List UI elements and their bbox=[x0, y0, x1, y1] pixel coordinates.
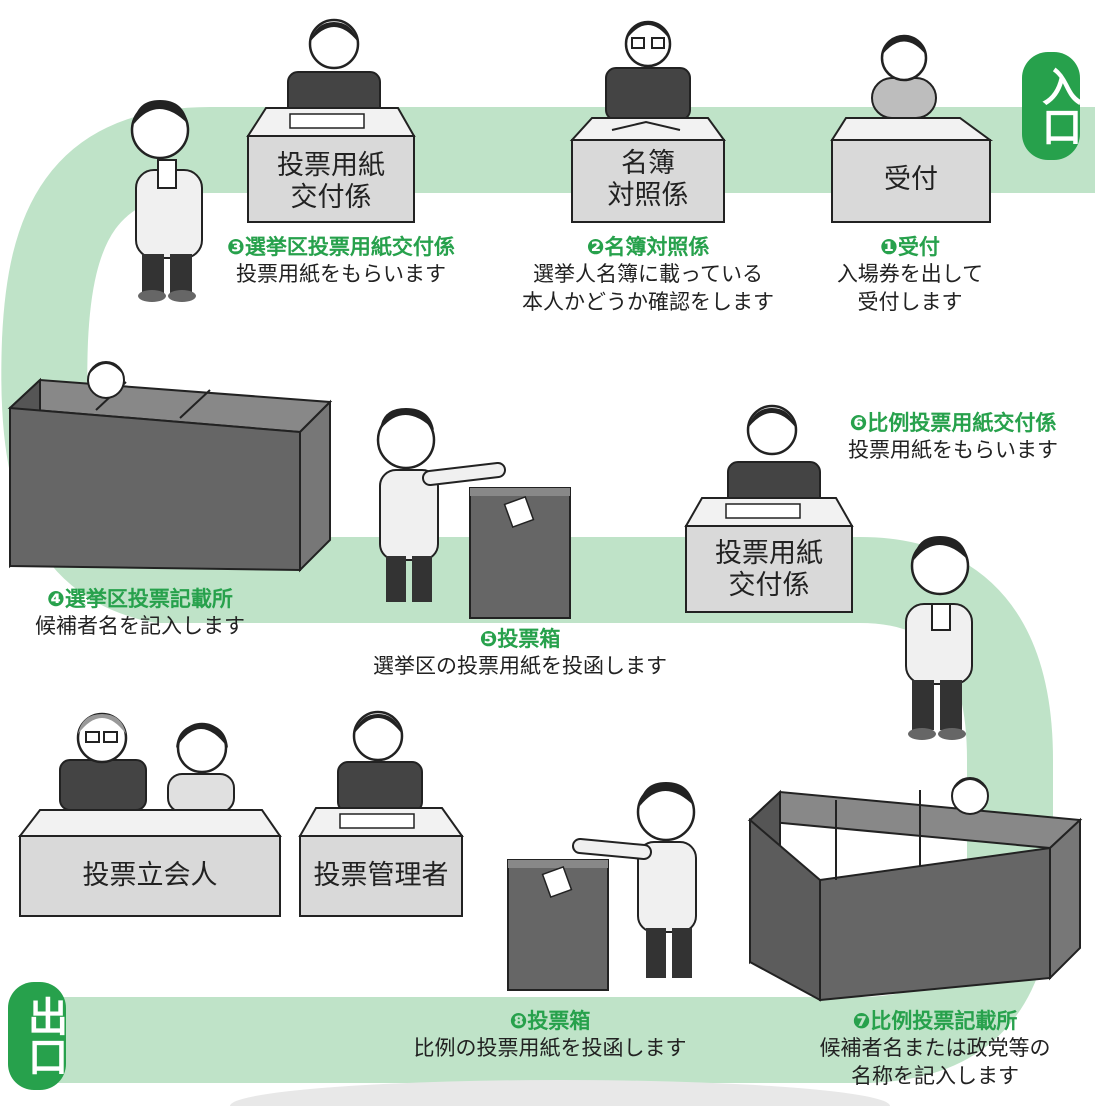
voter-casting-2 bbox=[572, 782, 697, 978]
step-3-title: ❸選挙区投票用紙交付係 bbox=[227, 235, 455, 259]
step-8-caption: ❽投票箱 比例の投票用紙を投函します bbox=[380, 1008, 720, 1062]
reception-desk bbox=[830, 34, 994, 223]
step-4-caption: ❹選挙区投票記載所 候補者名を記入します bbox=[10, 586, 270, 640]
step-5-desc-1: 選挙区の投票用紙を投函します bbox=[373, 654, 667, 678]
district-ballot-desk bbox=[246, 18, 416, 223]
pr-booth bbox=[747, 777, 1083, 1002]
step-2-desc-1: 選挙人名簿に載っている bbox=[533, 262, 763, 286]
district-ballot-label-line2: 交付係 bbox=[290, 182, 372, 213]
voter-with-ballot-2 bbox=[905, 536, 973, 740]
voter-casting-1 bbox=[376, 408, 506, 602]
witness-desk-label: 投票立会人 bbox=[82, 860, 218, 891]
step-4-title: ❹選挙区投票記載所 bbox=[47, 587, 233, 611]
step-2-desc-2: 本人かどうか確認をします bbox=[522, 290, 774, 314]
step-2-caption: ❷名簿対照係 選挙人名簿に載っている 本人かどうか確認をします bbox=[500, 234, 796, 316]
roll-check-label-line1: 名簿 bbox=[621, 148, 675, 179]
step-1-desc-2: 受付します bbox=[857, 290, 963, 314]
step-3-caption: ❸選挙区投票用紙交付係 投票用紙をもらいます bbox=[196, 234, 486, 288]
step-7-title: ❼比例投票記載所 bbox=[852, 1009, 1018, 1033]
exit-sign: 出口 bbox=[8, 982, 67, 1090]
district-booth bbox=[7, 361, 333, 573]
district-ballot-label-line1: 投票用紙 bbox=[277, 150, 385, 181]
roll-check-desk bbox=[569, 20, 726, 223]
manager-desk bbox=[298, 710, 464, 917]
step-4-desc-1: 候補者名を記入します bbox=[35, 614, 245, 638]
step-7-desc-1: 候補者名または政党等の bbox=[819, 1036, 1051, 1060]
pr-ballot-desk bbox=[684, 404, 854, 613]
reception-desk-label: 受付 bbox=[884, 164, 938, 195]
step-5-title: ❺投票箱 bbox=[479, 627, 561, 651]
roll-check-desk-label: 名簿 対照係 bbox=[572, 148, 724, 212]
step-1-title: ❶受付 bbox=[880, 235, 940, 259]
step-1-caption: ❶受付 入場券を出して 受付します bbox=[800, 234, 1020, 316]
entrance-sign: 入口 bbox=[1022, 52, 1081, 160]
roll-check-label-line2: 対照係 bbox=[607, 180, 689, 211]
step-1-desc-1: 入場券を出して bbox=[836, 262, 984, 286]
step-8-desc-1: 比例の投票用紙を投函します bbox=[413, 1036, 687, 1060]
pr-ballot-label-line1: 投票用紙 bbox=[715, 538, 823, 569]
pr-ballot-label-line2: 交付係 bbox=[728, 570, 810, 601]
step-2-title: ❷名簿対照係 bbox=[586, 235, 710, 259]
pr-ballot-desk-label: 投票用紙 交付係 bbox=[686, 538, 852, 602]
witness-desk bbox=[17, 712, 282, 917]
ballot-box-1 bbox=[469, 487, 571, 619]
step-3-desc-1: 投票用紙をもらいます bbox=[236, 262, 446, 286]
manager-desk-label: 投票管理者 bbox=[313, 860, 449, 891]
step-6-caption: ❻比例投票用紙交付係 投票用紙をもらいます bbox=[820, 410, 1086, 464]
step-7-caption: ❼比例投票記載所 候補者名または政党等の 名称を記入します bbox=[790, 1008, 1080, 1090]
step-8-title: ❽投票箱 bbox=[509, 1009, 591, 1033]
step-6-title: ❻比例投票用紙交付係 bbox=[849, 411, 1057, 435]
ballot-box-2 bbox=[507, 859, 609, 991]
voter-with-ballot-1 bbox=[130, 100, 203, 302]
step-5-caption: ❺投票箱 選挙区の投票用紙を投函します bbox=[330, 626, 710, 680]
district-ballot-desk-label: 投票用紙 交付係 bbox=[248, 150, 414, 214]
floor-shadow bbox=[230, 1080, 890, 1106]
step-6-desc-1: 投票用紙をもらいます bbox=[848, 438, 1058, 462]
step-7-desc-2: 名称を記入します bbox=[851, 1064, 1019, 1088]
